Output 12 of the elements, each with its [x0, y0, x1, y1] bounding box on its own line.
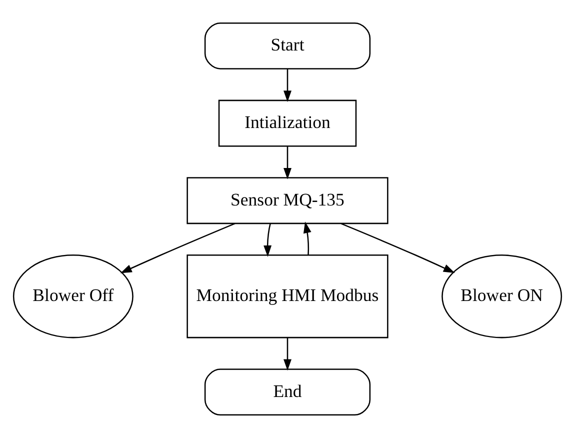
- node-box: Monitoring HMI Modbus: [186, 254, 388, 338]
- arrow: [341, 223, 455, 273]
- arrow: [284, 146, 292, 180]
- node-box: Intialization: [218, 100, 357, 147]
- arrow: [284, 338, 292, 371]
- arrow: [284, 68, 292, 102]
- arrow: [264, 223, 272, 257]
- arrow: [303, 222, 312, 255]
- node-box: Sensor MQ-135: [186, 177, 388, 224]
- arrow: [120, 222, 236, 274]
- node-box: End: [204, 368, 371, 416]
- node-box: Start: [204, 22, 371, 70]
